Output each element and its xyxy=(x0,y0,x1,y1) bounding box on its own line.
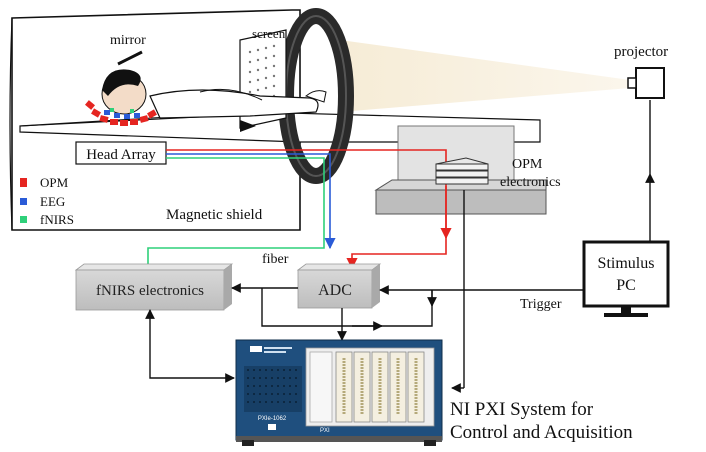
pxi-caption-line-2: Control and Acquisition xyxy=(450,422,633,443)
stimulus-pc: Stimulus PC xyxy=(582,240,670,317)
legend-swatch-opm xyxy=(20,178,27,187)
trigger-label: Trigger xyxy=(520,297,562,312)
fnirs-electronics-box: fNIRS electronics xyxy=(74,263,234,311)
legend-label-opm: OPM xyxy=(40,175,69,190)
adc-label: ADC xyxy=(318,282,352,299)
opm-electronics-device xyxy=(435,157,489,185)
pxi-badge: PXI xyxy=(320,428,330,434)
fiber-label: fiber xyxy=(262,252,289,267)
legend-swatch-fnirs xyxy=(20,216,27,223)
pxi-vent-grid xyxy=(247,369,297,403)
sensor-helmet xyxy=(85,100,157,126)
screen xyxy=(239,29,287,132)
ni-logo xyxy=(250,346,292,353)
magnetic-shield-label: Magnetic shield xyxy=(166,207,263,223)
signal-lines xyxy=(147,149,452,270)
black-connections xyxy=(145,100,655,393)
legend-label-fnirs: fNIRS xyxy=(40,212,74,227)
stimulus-pc-label-1: Stimulus xyxy=(598,255,655,272)
projector-beam xyxy=(340,40,630,112)
adc-box: ADC xyxy=(296,263,382,309)
head-array-box: Head Array xyxy=(75,141,167,165)
projector-device xyxy=(627,67,665,99)
mirror-label: mirror xyxy=(110,33,146,48)
pxi-module-slots xyxy=(335,351,425,423)
screen-label: screen xyxy=(252,26,286,41)
pxi-controller-slot xyxy=(309,351,333,423)
opm-electronics-label-1: OPM xyxy=(512,157,543,172)
head-array-label: Head Array xyxy=(86,147,156,163)
pxi-caption-line-1: NI PXI System for xyxy=(450,399,594,420)
bed-support xyxy=(374,125,547,215)
pxi-chassis-model: PXIe-1062 xyxy=(258,416,287,422)
pxi-chassis: PXIe-1062 PXI xyxy=(235,339,443,446)
opm-electronics-label-2: electronics xyxy=(500,175,561,190)
fnirs-electronics-label: fNIRS electronics xyxy=(96,283,204,299)
stimulus-pc-label-2: PC xyxy=(616,277,636,294)
legend-swatch-eeg xyxy=(20,198,27,205)
legend: OPM EEG fNIRS xyxy=(20,175,74,227)
patient-figure xyxy=(101,69,327,119)
projector-label: projector xyxy=(614,44,668,60)
mirror xyxy=(117,50,143,66)
legend-label-eeg: EEG xyxy=(40,194,65,209)
